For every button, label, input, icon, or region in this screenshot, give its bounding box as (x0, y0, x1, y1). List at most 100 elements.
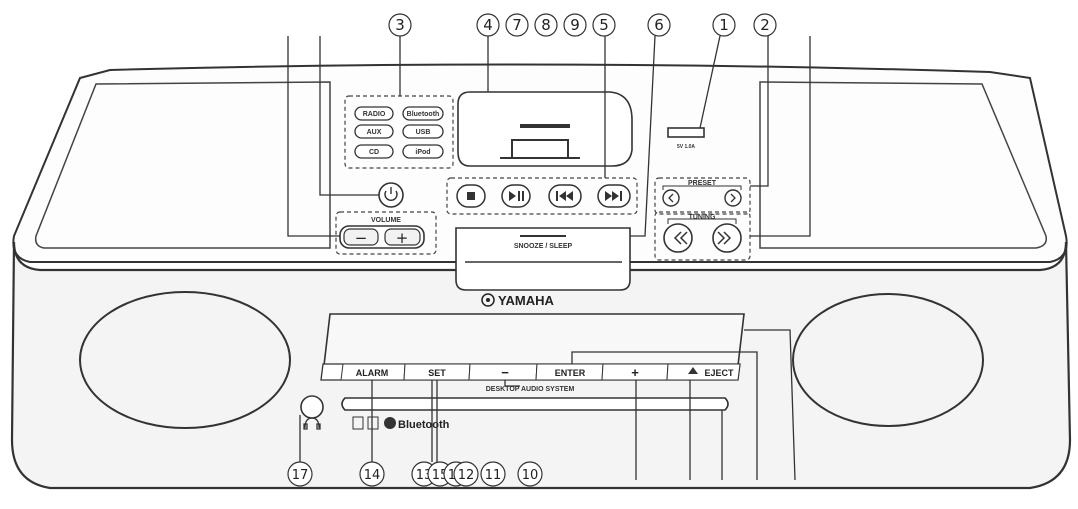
cd-slot (341, 397, 729, 411)
source-button-cd[interactable]: CD (354, 144, 394, 159)
device-top-left-inset (34, 81, 331, 249)
preset-group (654, 177, 751, 215)
svg-text:SET: SET (428, 368, 446, 378)
svg-text:Bluetooth: Bluetooth (407, 111, 440, 118)
callout-top-1: 1 (712, 13, 736, 37)
callout-bottom-12: 12 (453, 461, 479, 487)
left-speaker-grille (79, 291, 291, 429)
tuning-down-button[interactable] (663, 223, 693, 253)
svg-text:SNOOZE / SLEEP: SNOOZE / SLEEP (514, 243, 573, 250)
svg-text:12: 12 (458, 468, 475, 483)
callout-bottom-10: 10 (517, 461, 543, 487)
svg-text:AUX: AUX (367, 129, 382, 136)
power-icon (384, 190, 398, 201)
svg-text:14: 14 (364, 468, 381, 483)
snooze-sleep-button[interactable] (455, 227, 631, 291)
callout-top-5: 5 (592, 13, 616, 37)
play-pause-button[interactable] (501, 184, 531, 208)
skip-forward-button[interactable] (597, 184, 631, 208)
set-button[interactable]: SET (403, 363, 471, 381)
callout-bottom-14: 14 (359, 461, 385, 487)
skip-back-button[interactable] (548, 184, 582, 208)
eject-icon (688, 367, 698, 374)
svg-text:11: 11 (485, 468, 502, 483)
enter-button[interactable]: ENTER (535, 363, 604, 381)
svg-text:−: − (355, 229, 368, 247)
stop-icon (467, 192, 475, 200)
callout-top-7: 7 (505, 13, 529, 37)
dock-connector (511, 139, 569, 158)
chevron-right-icon (730, 193, 736, 203)
leader-lines (287, 35, 811, 481)
svg-text:ALARM: ALARM (356, 368, 389, 378)
headphones-icon (303, 417, 321, 430)
svg-text:CD: CD (369, 149, 379, 156)
yamaha-logo: YAMAHA (481, 293, 554, 308)
source-button-usb[interactable]: USB (402, 124, 444, 139)
ipod-dock (457, 91, 633, 167)
callout-bottom-17: 17 (287, 461, 313, 487)
svg-text:2: 2 (760, 16, 770, 34)
headphone-jack[interactable] (300, 395, 324, 430)
svg-text:RADIO: RADIO (363, 111, 386, 118)
svg-text:9: 9 (570, 16, 580, 34)
source-buttons-group (344, 95, 454, 169)
svg-text:ENTER: ENTER (555, 368, 586, 378)
svg-text:6: 6 (654, 16, 664, 34)
svg-text:−: − (501, 365, 509, 380)
volume-down-button[interactable]: − (343, 228, 379, 247)
stop-button[interactable] (456, 184, 486, 208)
callout-top-3: 3 (388, 13, 412, 37)
callout-top-8: 8 (534, 13, 558, 37)
svg-text:PRESET: PRESET (688, 180, 717, 187)
device-top-right-inset (759, 81, 1048, 249)
skip-forward-icon (605, 191, 622, 201)
svg-text:3: 3 (395, 16, 405, 34)
disc-logo-icon (367, 416, 379, 430)
svg-text:7: 7 (512, 16, 522, 34)
svg-text:5: 5 (599, 16, 609, 34)
callout-top-9: 9 (563, 13, 587, 37)
bluetooth-icon (384, 417, 396, 429)
rewind-icon (673, 231, 688, 245)
chevron-left-icon (668, 193, 674, 203)
svg-text:4: 4 (483, 16, 493, 34)
volume-up-button[interactable]: + (384, 228, 421, 247)
power-button[interactable] (378, 182, 404, 208)
preset-up-button[interactable] (724, 189, 742, 207)
source-button-bluetooth[interactable]: Bluetooth (402, 106, 444, 121)
svg-text:8: 8 (541, 16, 551, 34)
svg-text:EJECT: EJECT (704, 368, 734, 378)
source-button-radio[interactable]: RADIO (354, 106, 394, 121)
play-pause-icon (509, 191, 524, 201)
svg-text:DESKTOP AUDIO SYSTEM: DESKTOP AUDIO SYSTEM (486, 386, 575, 393)
source-button-ipod[interactable]: iPod (402, 144, 444, 159)
svg-text:1: 1 (719, 16, 729, 34)
minus-button[interactable]: − (468, 363, 538, 381)
svg-text:TUNING: TUNING (689, 214, 716, 221)
usb-port[interactable] (667, 127, 705, 138)
fast-forward-icon (717, 231, 732, 245)
svg-text:Bluetooth: Bluetooth (398, 419, 450, 431)
preset-down-button[interactable] (662, 189, 680, 207)
svg-text:5V 1.0A: 5V 1.0A (677, 144, 695, 150)
svg-text:YAMAHA: YAMAHA (498, 293, 554, 308)
skip-back-icon (556, 191, 573, 201)
dock-slot (520, 124, 570, 128)
ipod-logo-icon (352, 416, 364, 430)
eject-button[interactable]: EJECT (666, 363, 741, 381)
source-button-aux[interactable]: AUX (354, 124, 394, 139)
callout-top-2: 2 (753, 13, 777, 37)
tuning-up-button[interactable] (712, 223, 742, 253)
svg-text:USB: USB (416, 129, 431, 136)
svg-text:+: + (396, 229, 409, 247)
svg-text:iPod: iPod (415, 149, 430, 156)
alarm-button[interactable]: ALARM (340, 363, 406, 381)
callout-bottom-11: 11 (480, 461, 506, 487)
svg-text:VOLUME: VOLUME (371, 217, 401, 224)
plus-button[interactable]: + (601, 363, 669, 381)
volume-group (335, 211, 437, 255)
svg-text:17: 17 (292, 468, 309, 483)
front-button-row: ALARM SET − ENTER + EJECT DESKTOP AUDIO … (320, 363, 741, 393)
